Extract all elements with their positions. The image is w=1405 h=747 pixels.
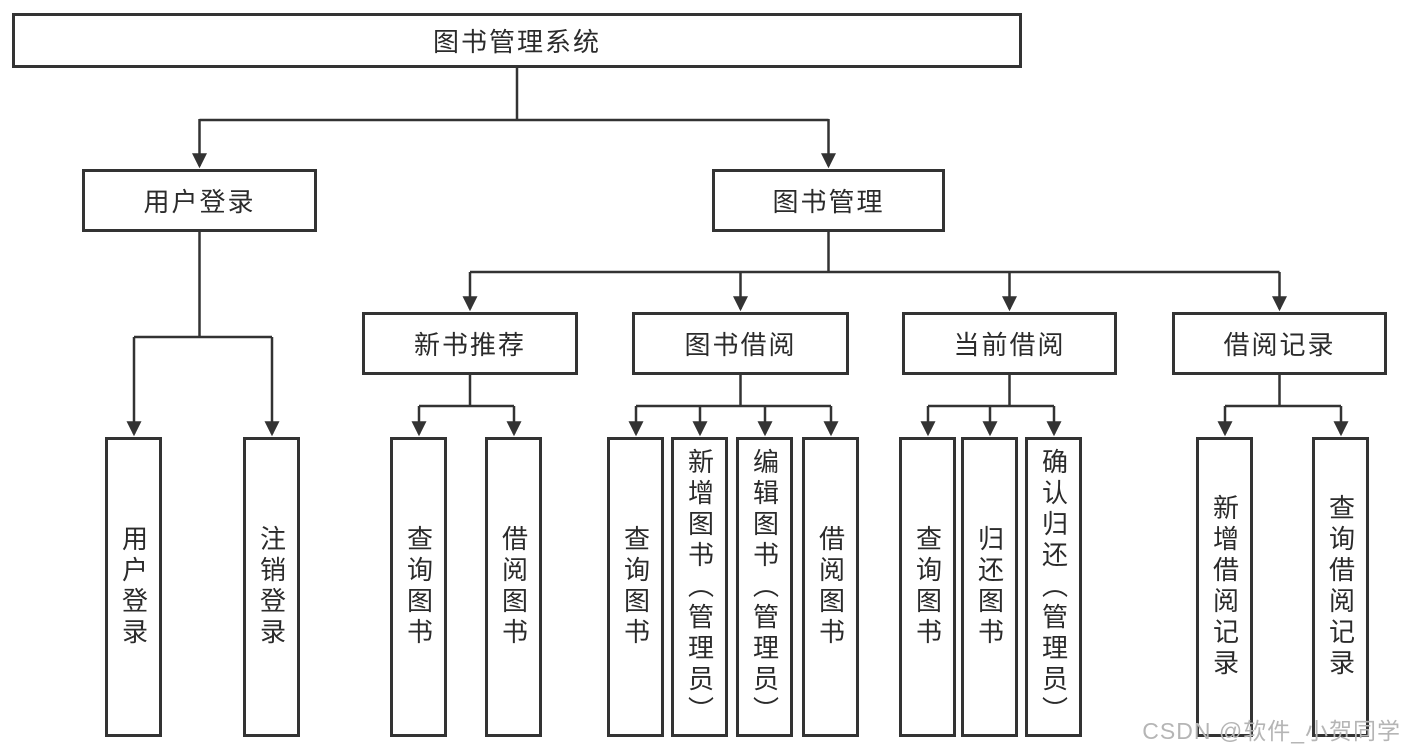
node-leaf-edit-books-admin: 编辑图书（管理员） xyxy=(736,437,793,737)
node-leaf-logout-label: 注销登录 xyxy=(256,525,287,649)
node-leaf-edit-books-admin-label: 编辑图书（管理员） xyxy=(749,447,780,727)
edge-root-rail xyxy=(199,68,829,122)
node-borrowing-records: 借阅记录 xyxy=(1172,312,1387,375)
node-leaf-query-books-recommend-label: 查询图书 xyxy=(403,525,434,649)
node-leaf-borrow-books-borrowing-label: 借阅图书 xyxy=(815,525,846,649)
node-borrowing-records-label: 借阅记录 xyxy=(1223,330,1336,360)
node-leaf-borrow-books-borrowing: 借阅图书 xyxy=(802,437,859,737)
watermark: CSDN @软件_小贺同学 xyxy=(1142,718,1401,744)
node-book-management-label: 图书管理 xyxy=(772,187,885,217)
edge-current-rail xyxy=(928,375,1054,408)
node-new-book-recommend-label: 新书推荐 xyxy=(413,330,526,360)
node-leaf-confirm-return-admin: 确认归还（管理员） xyxy=(1025,437,1082,737)
node-leaf-add-borrow-record: 新增借阅记录 xyxy=(1196,437,1253,737)
node-user-login: 用户登录 xyxy=(82,169,317,232)
node-leaf-return-books: 归还图书 xyxy=(961,437,1018,737)
node-leaf-query-books-borrowing: 查询图书 xyxy=(607,437,664,737)
node-new-book-recommend: 新书推荐 xyxy=(362,312,578,375)
node-leaf-logout: 注销登录 xyxy=(243,437,300,737)
edge-user-login-rail xyxy=(134,232,272,339)
node-leaf-add-books-admin: 新增图书（管理员） xyxy=(671,437,728,737)
node-leaf-borrow-books-recommend: 借阅图书 xyxy=(485,437,542,737)
node-leaf-query-borrow-record-label: 查询借阅记录 xyxy=(1325,494,1356,680)
node-leaf-query-books-borrowing-label: 查询图书 xyxy=(620,525,651,649)
node-leaf-query-books-recommend: 查询图书 xyxy=(390,437,447,737)
edge-records-rail xyxy=(1225,375,1341,408)
node-user-login-label: 用户登录 xyxy=(143,187,256,217)
node-leaf-query-books-current: 查询图书 xyxy=(899,437,956,737)
node-leaf-confirm-return-admin-label: 确认归还（管理员） xyxy=(1038,447,1069,727)
edge-recommend-rail xyxy=(419,375,514,408)
node-leaf-add-books-admin-label: 新增图书（管理员） xyxy=(684,447,715,727)
node-leaf-add-borrow-record-label: 新增借阅记录 xyxy=(1209,494,1240,680)
node-leaf-user-login: 用户登录 xyxy=(105,437,162,737)
edge-book-management-rail xyxy=(470,232,1280,274)
node-leaf-borrow-books-recommend-label: 借阅图书 xyxy=(498,525,529,649)
node-book-borrowing-label: 图书借阅 xyxy=(684,330,797,360)
node-leaf-user-login-label: 用户登录 xyxy=(118,525,149,649)
node-current-borrowing: 当前借阅 xyxy=(902,312,1117,375)
node-root: 图书管理系统 xyxy=(12,13,1022,68)
node-leaf-query-books-current-label: 查询图书 xyxy=(912,525,943,649)
edge-borrowing-rail xyxy=(636,375,831,408)
node-leaf-return-books-label: 归还图书 xyxy=(974,525,1005,649)
node-book-management: 图书管理 xyxy=(712,169,945,232)
node-book-borrowing: 图书借阅 xyxy=(632,312,849,375)
node-root-label: 图书管理系统 xyxy=(432,27,601,57)
node-leaf-query-borrow-record: 查询借阅记录 xyxy=(1312,437,1369,737)
node-current-borrowing-label: 当前借阅 xyxy=(953,330,1066,360)
